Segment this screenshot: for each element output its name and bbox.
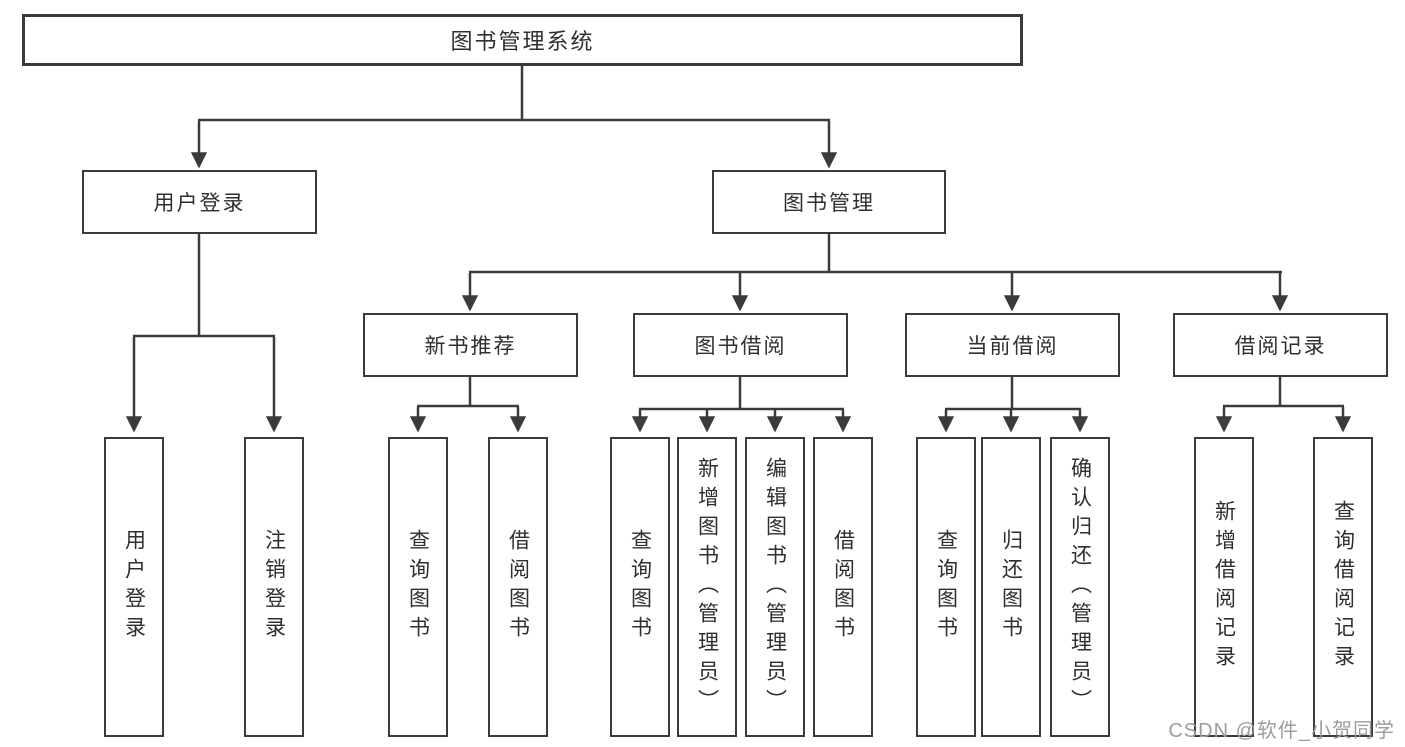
leaf-nb-borrow-book-label: 借阅图书 — [506, 529, 530, 645]
node-borrow-record-label: 借阅记录 — [1234, 335, 1327, 358]
leaf-bb-edit-book-admin-label: 编辑图书（管理员） — [763, 456, 787, 718]
leaf-cb-return-book-label: 归还图书 — [999, 529, 1023, 645]
node-current-borrow: 当前借阅 — [905, 313, 1120, 377]
leaf-logout: 注销登录 — [244, 437, 304, 737]
leaf-cb-confirm-return-admin-label: 确认归还（管理员） — [1068, 456, 1092, 718]
leaf-br-query-record-label: 查询借阅记录 — [1331, 500, 1355, 674]
connector-root-rail — [198, 66, 830, 122]
leaf-bb-borrow-book: 借阅图书 — [813, 437, 873, 737]
node-user-login-label: 用户登录 — [153, 192, 246, 215]
leaf-cb-return-book: 归还图书 — [981, 437, 1041, 737]
node-current-borrow-label: 当前借阅 — [966, 335, 1059, 358]
leaf-bb-borrow-book-label: 借阅图书 — [831, 529, 855, 645]
leaf-bb-query-book-label: 查询图书 — [628, 529, 652, 645]
node-book-management: 图书管理 — [712, 170, 946, 234]
node-book-borrow: 图书借阅 — [633, 313, 848, 377]
leaf-bb-add-book-admin: 新增图书（管理员） — [677, 437, 737, 737]
node-book-borrow-label: 图书借阅 — [694, 335, 787, 358]
leaf-user-login: 用户登录 — [104, 437, 164, 737]
leaf-bb-edit-book-admin: 编辑图书（管理员） — [745, 437, 805, 737]
leaf-cb-query-book: 查询图书 — [916, 437, 976, 737]
leaf-br-query-record: 查询借阅记录 — [1313, 437, 1373, 737]
connector-new-book-rail — [417, 377, 519, 408]
node-book-management-label: 图书管理 — [783, 192, 875, 215]
node-root-label: 图书管理系统 — [450, 29, 595, 54]
leaf-br-add-record: 新增借阅记录 — [1194, 437, 1254, 737]
leaf-nb-query-book: 查询图书 — [388, 437, 448, 737]
node-new-book-recommend-label: 新书推荐 — [424, 335, 517, 358]
leaf-nb-query-book-label: 查询图书 — [406, 529, 430, 645]
node-root: 图书管理系统 — [22, 14, 1023, 66]
leaf-user-login-label: 用户登录 — [122, 529, 146, 645]
leaf-br-add-record-label: 新增借阅记录 — [1212, 500, 1236, 674]
node-user-login: 用户登录 — [82, 170, 317, 234]
connector-user-login-rail — [133, 234, 275, 338]
connector-book-borrow-rail — [639, 377, 844, 411]
leaf-cb-query-book-label: 查询图书 — [934, 529, 958, 645]
leaf-bb-query-book: 查询图书 — [610, 437, 670, 737]
connector-book-management-rail — [469, 234, 1282, 274]
leaf-bb-add-book-admin-label: 新增图书（管理员） — [695, 456, 719, 718]
watermark: CSDN @软件_小贺同学 — [1168, 720, 1395, 742]
connector-current-borrow-rail — [945, 377, 1081, 411]
node-new-book-recommend: 新书推荐 — [363, 313, 578, 377]
leaf-nb-borrow-book: 借阅图书 — [488, 437, 548, 737]
node-borrow-record: 借阅记录 — [1173, 313, 1388, 377]
leaf-cb-confirm-return-admin: 确认归还（管理员） — [1050, 437, 1110, 737]
connector-borrow-record-rail — [1223, 377, 1344, 408]
leaf-logout-label: 注销登录 — [262, 529, 286, 645]
